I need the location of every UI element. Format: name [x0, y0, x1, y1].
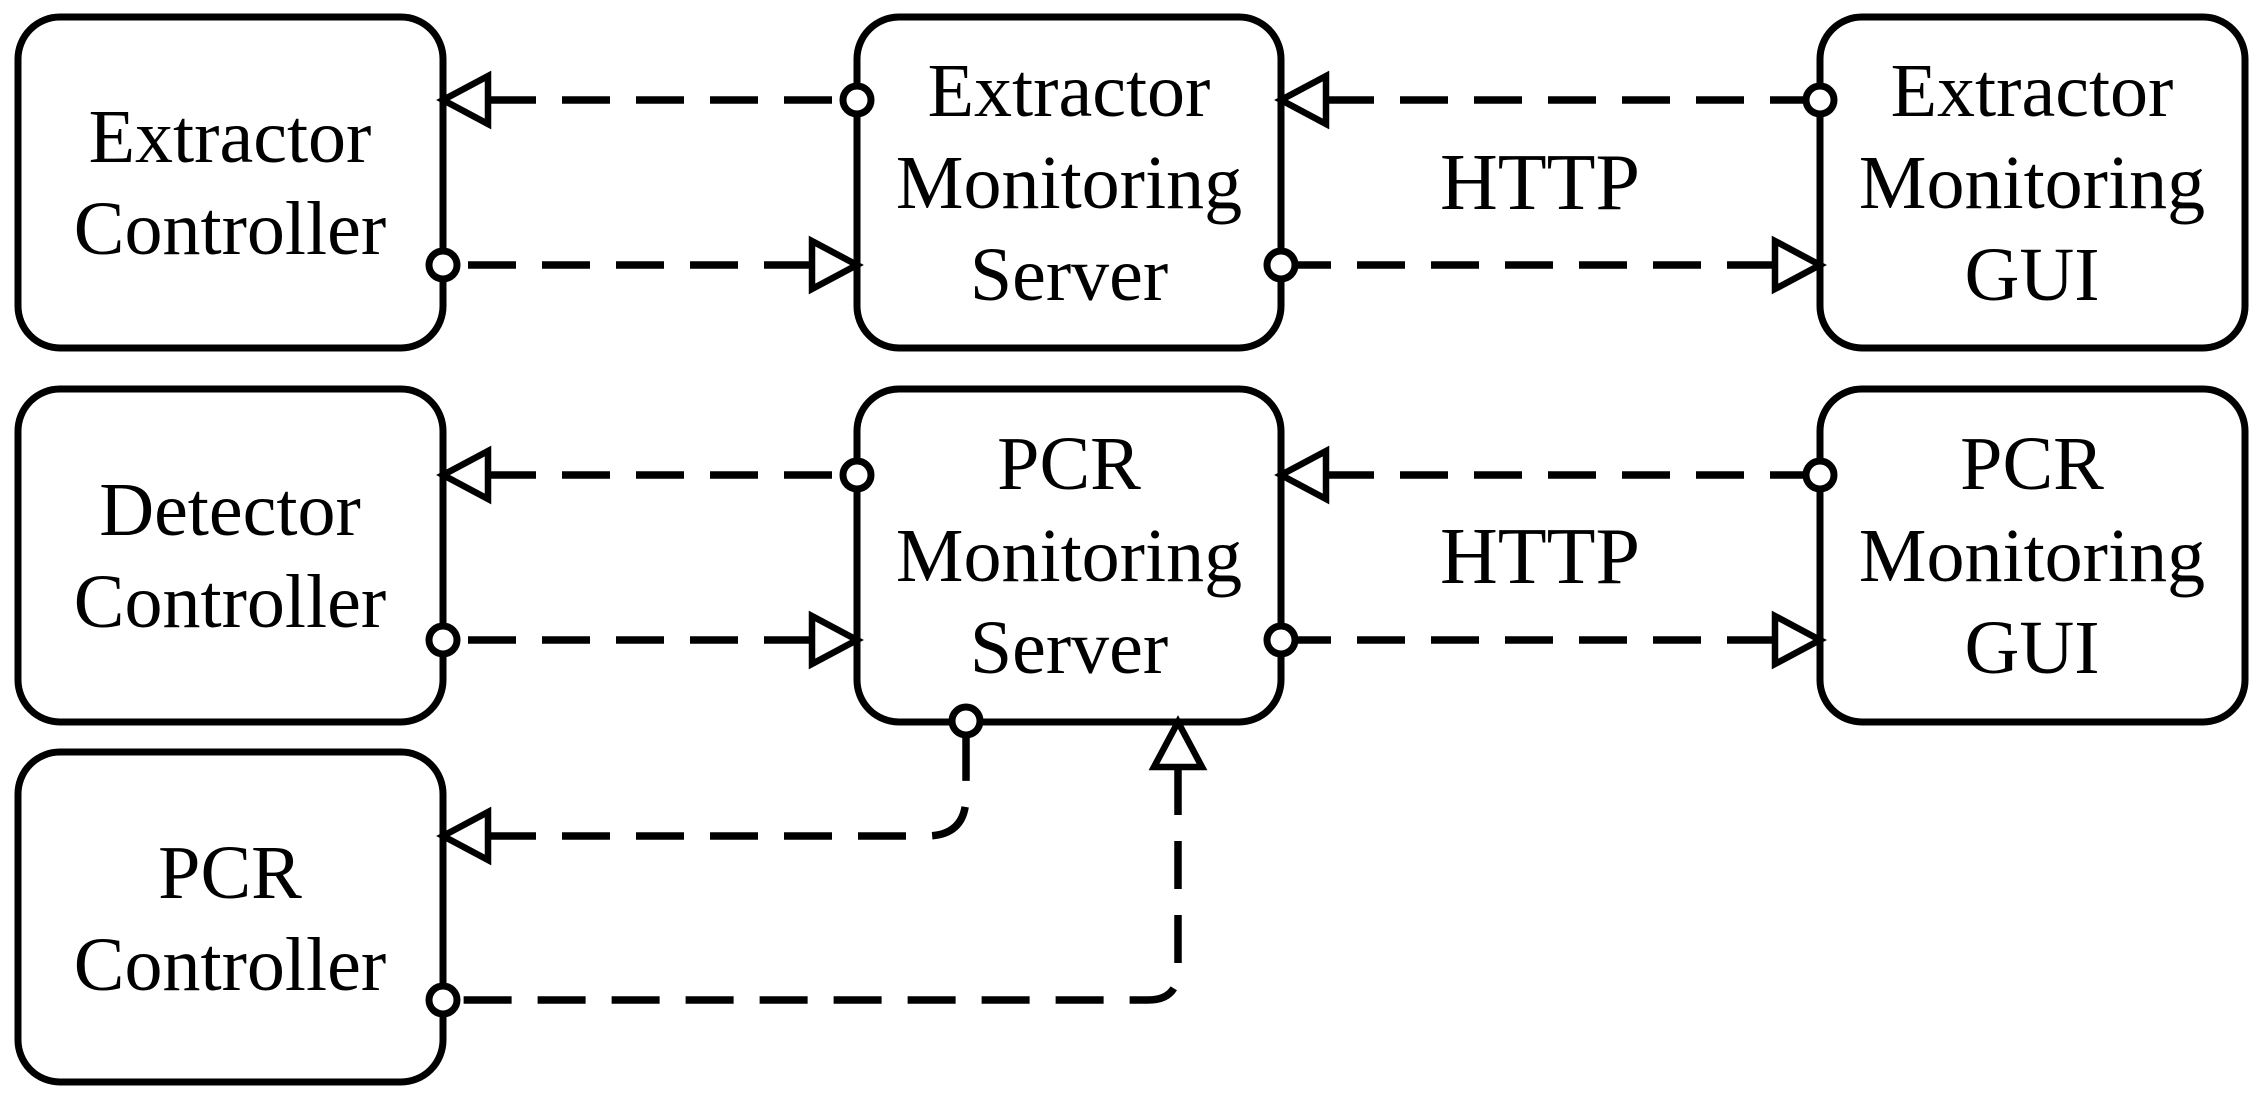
ball-socket-icon	[1263, 247, 1299, 283]
open-triangle-arrowhead-icon	[1148, 715, 1208, 771]
node-extractor-controller-box	[14, 13, 447, 352]
node-pcr-monitoring-gui-label-line2: Monitoring	[1859, 514, 2205, 598]
open-triangle-arrowhead-icon	[1274, 445, 1330, 505]
edges	[443, 96, 1820, 1004]
open-triangle-arrowhead-icon	[808, 610, 864, 670]
node-extractor-monitoring-server-label-line1: Extractor	[928, 49, 1211, 133]
ball-socket-icon	[948, 703, 984, 739]
http-label-pcr: HTTP	[1440, 513, 1640, 601]
node-detector-controller-label-line2: Controller	[74, 560, 386, 644]
node-pcr-monitoring-gui-label-line3: GUI	[1964, 606, 2099, 690]
ball-socket-icon	[425, 247, 461, 283]
nodes	[14, 13, 2249, 1086]
ball-socket-icon	[1263, 622, 1299, 658]
node-extractor-monitoring-gui-label-line3: GUI	[1964, 233, 2099, 317]
node-extractor-monitoring-gui-label-line1: Extractor	[1891, 49, 2174, 133]
open-triangle-arrowhead-icon	[1274, 70, 1330, 130]
open-triangle-arrowhead-icon	[436, 70, 492, 130]
ball-socket-icon	[425, 982, 461, 1018]
open-triangle-arrowhead-icon	[1771, 235, 1827, 295]
node-detector-controller-box	[14, 385, 447, 726]
node-extractor-monitoring-server-box	[853, 13, 1285, 352]
edge-pcr-controller-to-pcr-server-line	[443, 767, 1182, 1004]
node-extractor-monitoring-gui-box	[1816, 13, 2249, 352]
http-label-extractor: HTTP	[1440, 139, 1640, 227]
node-detector-controller-label-line1: Detector	[99, 468, 361, 552]
node-pcr-monitoring-gui-label-line1: PCR	[1960, 422, 2104, 506]
node-pcr-monitoring-server-label-line2: Monitoring	[896, 514, 1242, 598]
node-pcr-monitoring-gui-box	[1816, 385, 2249, 726]
node-pcr-monitoring-server-box	[853, 385, 1285, 726]
ball-socket-icon	[425, 622, 461, 658]
node-labels: Extractor Controller Extractor Monitorin…	[74, 49, 2205, 1007]
node-extractor-monitoring-gui-label-line2: Monitoring	[1859, 141, 2205, 225]
ball-markers	[425, 82, 1838, 1018]
node-extractor-monitoring-server-label-line2: Monitoring	[896, 141, 1242, 225]
arrowheads	[436, 70, 1827, 866]
ball-socket-icon	[839, 457, 875, 493]
node-pcr-monitoring-server-label-line1: PCR	[997, 422, 1141, 506]
node-extractor-controller-label-line2: Controller	[74, 187, 386, 271]
edge-pcr-server-to-pcr-controller-line	[488, 721, 970, 840]
ball-socket-icon	[839, 82, 875, 118]
open-triangle-arrowhead-icon	[436, 445, 492, 505]
ball-socket-icon	[1802, 457, 1838, 493]
node-pcr-monitoring-server-label-line3: Server	[970, 606, 1168, 690]
node-pcr-controller-box	[14, 748, 447, 1086]
edge-labels: HTTP HTTP	[1440, 139, 1640, 601]
open-triangle-arrowhead-icon	[1771, 610, 1827, 670]
ball-socket-icon	[1802, 82, 1838, 118]
node-pcr-controller-label-line2: Controller	[74, 923, 386, 1007]
node-pcr-controller-label-line1: PCR	[158, 831, 302, 915]
node-extractor-controller-label-line1: Extractor	[89, 95, 372, 179]
open-triangle-arrowhead-icon	[436, 806, 492, 866]
open-triangle-arrowhead-icon	[808, 235, 864, 295]
node-extractor-monitoring-server-label-line3: Server	[970, 233, 1168, 317]
